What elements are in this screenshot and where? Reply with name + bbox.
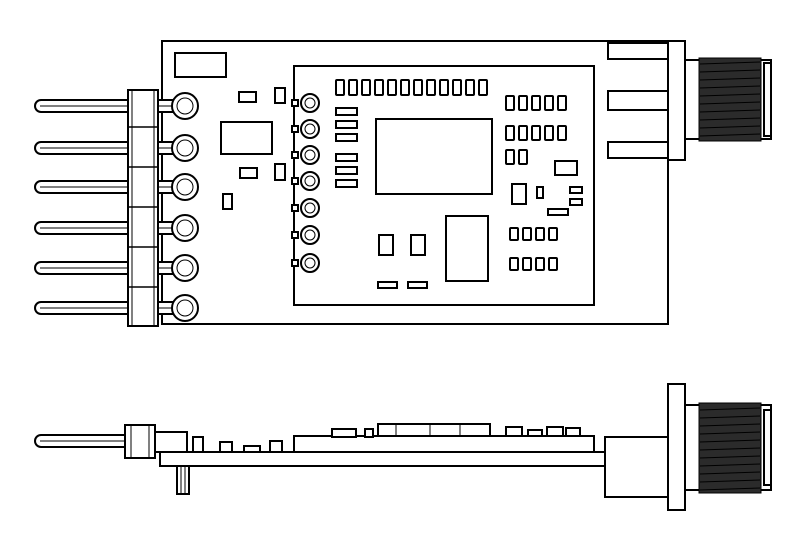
smd-component <box>377 281 398 289</box>
header-pin <box>34 180 186 194</box>
smd-component-side <box>565 427 581 437</box>
pin-header-body-side <box>124 424 156 459</box>
smd-resistor <box>238 91 257 103</box>
smd-component-side <box>527 429 543 437</box>
smd-resistor <box>239 167 258 179</box>
main-ic <box>375 118 493 195</box>
header-pin <box>34 141 186 155</box>
smd-capacitor <box>274 87 286 104</box>
rf-module-side <box>293 435 595 453</box>
smd-component-side <box>331 428 357 438</box>
component-top-left <box>174 52 227 78</box>
header-body-side <box>154 431 188 453</box>
module-pad-grid-lower <box>509 227 558 271</box>
smd-component <box>569 198 583 206</box>
smd-component-side <box>192 436 204 453</box>
smd-component-side <box>364 428 374 438</box>
smd-component-side <box>219 441 233 453</box>
header-pin <box>34 221 186 235</box>
main-ic-side <box>377 423 491 437</box>
header-pin <box>34 99 186 113</box>
side-view <box>34 383 772 511</box>
smd-component <box>407 281 428 289</box>
crystal <box>220 121 273 155</box>
module-pads <box>291 93 320 273</box>
through-hole-leg <box>176 465 190 495</box>
smd-component <box>536 186 544 199</box>
pcb-board-side <box>159 451 669 467</box>
sma-connector-side <box>604 383 772 511</box>
smd-component <box>511 183 527 205</box>
sma-thread-coil <box>698 57 762 142</box>
sma-connector-top <box>607 40 772 161</box>
smd-component <box>554 160 578 176</box>
module-chip <box>445 215 489 282</box>
smd-component-side <box>243 445 261 453</box>
pin-header-body <box>127 89 159 327</box>
module-small-pads-left <box>335 107 358 188</box>
header-pads <box>171 92 199 322</box>
smd-component-side <box>505 426 523 437</box>
smd-component-side <box>269 440 283 453</box>
smd-component <box>378 234 394 256</box>
module-pad-row <box>335 79 488 96</box>
header-pin <box>34 301 186 315</box>
smd-component <box>547 208 569 216</box>
module-pad-grid-upper <box>505 95 567 165</box>
smd-component <box>569 186 583 194</box>
smd-capacitor <box>274 163 286 181</box>
sma-thread-coil-side <box>698 402 762 494</box>
smd-capacitor <box>222 193 233 210</box>
header-pin <box>34 261 186 275</box>
smd-component-side <box>546 426 564 437</box>
smd-component <box>410 234 426 256</box>
top-view <box>34 40 772 327</box>
